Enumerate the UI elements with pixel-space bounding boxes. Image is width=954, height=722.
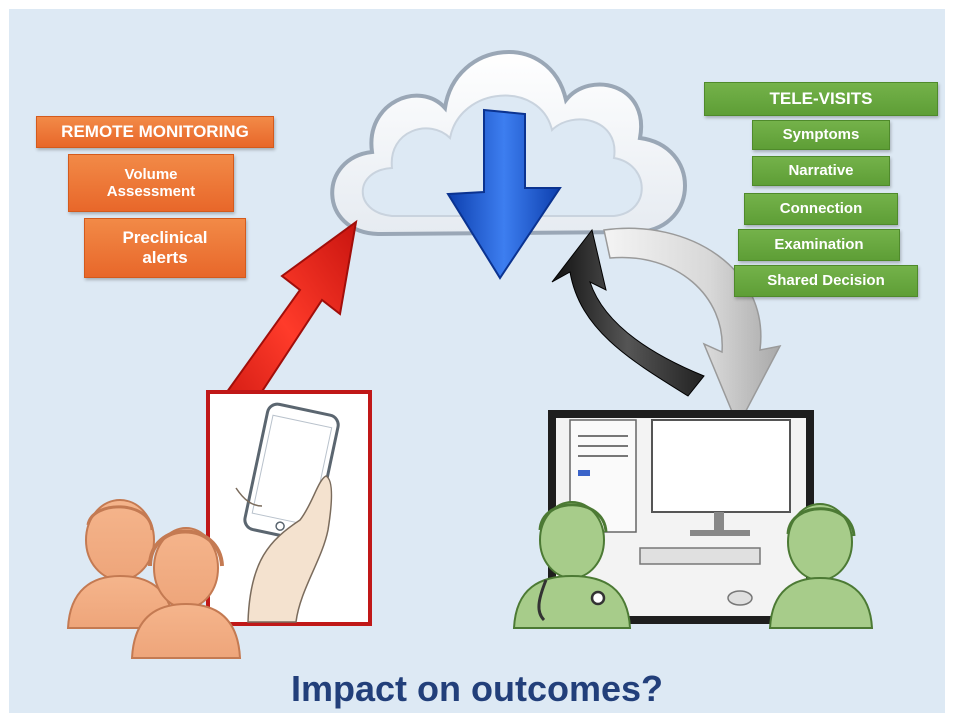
narrative-box: Narrative [752,156,890,186]
tele-visits-title: TELE-VISITS [704,82,938,116]
connection-box: Connection [744,193,898,225]
examination-box: Examination [738,229,900,261]
preclinical-alerts-box: Preclinical alerts [84,218,246,278]
caption: Impact on outcomes? [290,668,664,709]
smartphone-picture [206,390,372,626]
clinician-figures [512,501,874,629]
download-arrow [446,108,562,280]
shared-decision-box: Shared Decision [734,265,918,297]
volume-assessment-box: Volume Assessment [68,154,234,212]
patient-figures [66,499,242,659]
symptoms-box: Symptoms [752,120,890,150]
remote-monitoring-title: REMOTE MONITORING [36,116,274,148]
